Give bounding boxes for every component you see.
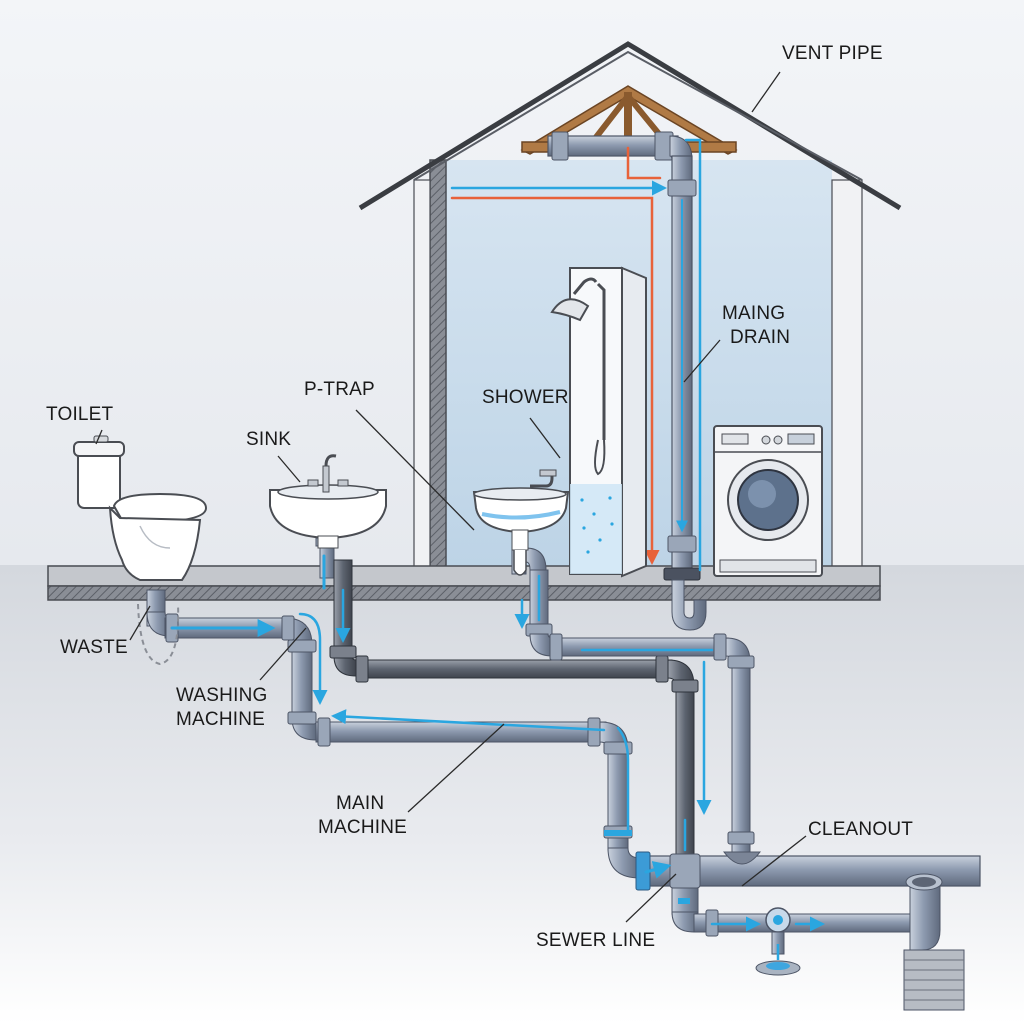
house-right-wall [831, 179, 863, 587]
label-maing-drain-line2: DRAIN [730, 327, 791, 348]
ground [0, 565, 1024, 1024]
bathroom-sink-icon [472, 469, 570, 576]
label-sewer-line: SEWER LINE [536, 930, 656, 951]
label-toilet: TOILET [46, 404, 114, 425]
flow-arrows [170, 138, 825, 932]
orange-line [626, 146, 662, 180]
leader-lines [95, 71, 807, 923]
cleanout-fitting [722, 851, 762, 865]
main-machine-pipe [315, 721, 607, 743]
washing-machine-icon [713, 425, 823, 577]
label-main-machine: MAIN MACHINE [318, 792, 407, 840]
label-washing-machine: WASHING MACHINE [176, 684, 267, 732]
label-main-machine-line2: MACHINE [318, 817, 408, 838]
label-maing-drain: MAING DRAIN [722, 302, 790, 350]
cleanout-cap-icon [755, 907, 801, 976]
shower-icon [550, 266, 647, 578]
toilet-icon [73, 435, 208, 581]
sink-icon [269, 454, 387, 549]
label-main-machine-line1: MAIN [336, 793, 385, 814]
shower-head-icon [550, 277, 606, 476]
label-p-trap: P-TRAP [304, 379, 375, 400]
roof-line [358, 41, 902, 211]
label-sink: SINK [246, 429, 292, 450]
label-washing-machine-line2: MACHINE [176, 709, 266, 730]
label-maing-drain-line1: MAING [722, 303, 786, 324]
label-shower: SHOWER [482, 387, 569, 408]
stack-trap [671, 579, 707, 631]
washing-machine-riser [291, 644, 313, 721]
label-washing-machine-line1: WASHING [176, 685, 268, 706]
label-cleanout: CLEANOUT [808, 819, 914, 840]
label-vent-pipe: VENT PIPE [782, 43, 883, 64]
house-left-wall [429, 159, 447, 587]
label-waste: WASTE [60, 637, 128, 658]
sewer-outlet-icon [903, 873, 965, 1011]
pipe-network [137, 131, 981, 1011]
